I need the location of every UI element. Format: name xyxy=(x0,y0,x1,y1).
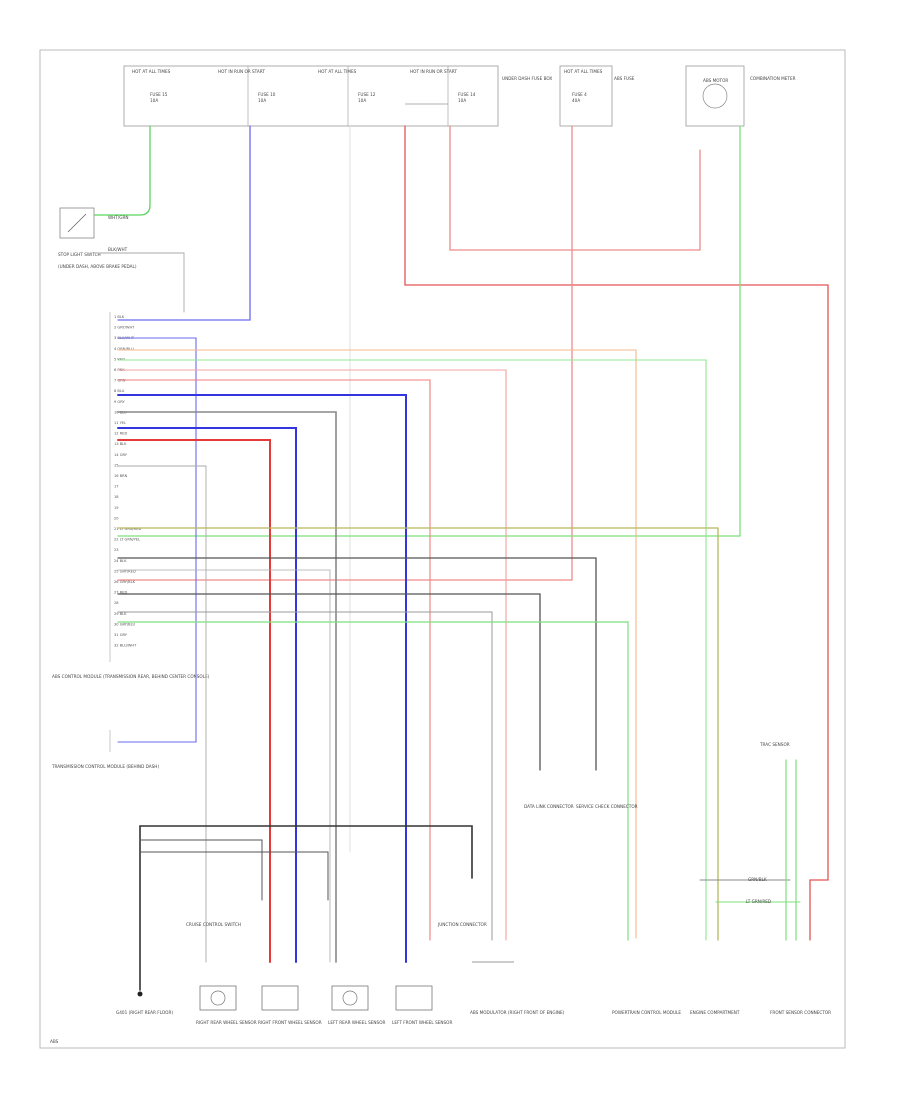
module-pin-label: 13 BLK xyxy=(114,442,127,446)
fuse-slot4-amp: 10A xyxy=(458,98,466,103)
fuse-slot4-fuse: FUSE 14 xyxy=(458,92,476,97)
ground-g401: G401 (RIGHT REAR FLOOR) xyxy=(116,991,173,1015)
relay-box: HOT AT ALL TIMES FUSE 4 40A ABS FUSE xyxy=(559,65,635,127)
tcm-label: TRANSMISSION CONTROL MODULE (BEHIND DASH… xyxy=(51,764,159,769)
svc-label: SERVICE CHECK CONNECTOR xyxy=(576,804,638,809)
module-pin-label: 24 BLK xyxy=(114,559,127,563)
rr-wheel-sensor: RIGHT REAR WHEEL SENSOR xyxy=(196,985,257,1025)
wire-label-1: WHT/GRN xyxy=(108,215,129,220)
fuse-slot2-header: HOT IN RUN OR START xyxy=(218,69,265,74)
wires xyxy=(94,125,829,991)
module-pin-label: 12 RED xyxy=(114,432,127,436)
relay-box-header: HOT AT ALL TIMES xyxy=(564,69,603,74)
module-pin-label: 16 BRN xyxy=(114,474,128,478)
ground-label: G401 (RIGHT REAR FLOOR) xyxy=(116,1010,173,1015)
module-pin-label: 25 GRY/RED xyxy=(114,569,136,573)
abs-modulator-label: ABS MODULATOR (RIGHT FRONT OF ENGINE) xyxy=(470,1010,565,1015)
abs-motor-label: ABS MOTOR xyxy=(703,78,728,83)
fuse-slot4-header: HOT IN RUN OR START xyxy=(410,69,457,74)
module-pin-label: 28 xyxy=(114,601,119,605)
jumper-label-2: LT GRN/RED xyxy=(746,899,771,904)
module-pin-label: 11 YEL xyxy=(114,421,126,425)
trac-sensor-label: TRAC SENSOR xyxy=(759,742,790,747)
rf-wheel-sensor: RIGHT FRONT WHEEL SENSOR xyxy=(258,985,322,1025)
module-pin-label: 19 xyxy=(114,506,119,510)
lr-wheel-sensor: LEFT REAR WHEEL SENSOR xyxy=(328,985,385,1025)
junction-label: JUNCTION CONNECTOR xyxy=(437,922,487,927)
rr-sensor-label: RIGHT REAR WHEEL SENSOR xyxy=(196,1020,257,1025)
module-pin-label: 1 BLK xyxy=(114,315,125,319)
module-pin-label: 18 xyxy=(114,495,119,499)
jumper-label-1: GRN/BLK xyxy=(748,877,767,882)
module-pin-label: 20 xyxy=(114,516,119,520)
relay-box-amp: 40A xyxy=(572,98,580,103)
footer-label: ABS xyxy=(50,1039,59,1044)
module-pin-label: 5 RED xyxy=(114,357,125,361)
wire-label-2: BLK/WHT xyxy=(108,247,128,252)
relay-box-side: ABS FUSE xyxy=(614,76,635,81)
fuse-slot3-fuse: FUSE 12 xyxy=(358,92,376,97)
dlc-label: DATA LINK CONNECTOR xyxy=(524,804,574,809)
lf-sensor-label: LEFT FRONT WHEEL SENSOR xyxy=(392,1020,452,1025)
module-pin-label: 26 GRY/BLK xyxy=(114,580,136,584)
stop-light-switch-label: STOP LIGHT SWITCH xyxy=(58,252,101,257)
engine-compartment-label: ENGINE COMPARTMENT xyxy=(690,1010,740,1015)
module-pin-label: 17 xyxy=(114,485,119,489)
lr-sensor-label: LEFT REAR WHEEL SENSOR xyxy=(328,1020,385,1025)
pcm-label: POWERTRAIN CONTROL MODULE xyxy=(612,1010,681,1015)
module-pin-label: 9 GRY xyxy=(114,400,125,404)
stop-light-switch: STOP LIGHT SWITCH (UNDER DASH, ABOVE BRA… xyxy=(58,207,137,269)
fuse-slot1-amp: 10A xyxy=(150,98,158,103)
module-pin-label: 21 LT GRN/RED xyxy=(114,527,142,531)
module-pin-label: 23 xyxy=(114,548,119,552)
combination-meter-label: COMBINATION METER xyxy=(750,76,796,81)
module-pin-label: 7 GRN xyxy=(114,379,126,383)
module-pin-label: 22 LT GRN/YEL xyxy=(114,538,140,542)
module-pin-label: 4 ORN/BLU xyxy=(114,347,134,351)
cc-switch-label: CRUISE CONTROL SWITCH xyxy=(186,922,241,927)
fuse-box: HOT AT ALL TIMES HOT IN RUN OR START HOT… xyxy=(123,65,552,127)
module-pin-label: 32 BLU/WHT xyxy=(114,644,137,648)
fuse-box-side-label: UNDER DASH FUSE BOX xyxy=(502,76,552,81)
module-pin-label: 30 GRY/BLU xyxy=(114,622,135,626)
fuse-slot2-amp: 10A xyxy=(258,98,266,103)
module-pin-label: 29 BLK xyxy=(114,612,127,616)
abs-control-module-label: ABS CONTROL MODULE (TRANSMISSION REAR, B… xyxy=(52,674,210,679)
module-pin-label: 31 GRY xyxy=(114,633,128,637)
diagram-frame xyxy=(39,49,846,1049)
fuse-slot3-amp: 10A xyxy=(358,98,366,103)
lf-wheel-sensor: LEFT FRONT WHEEL SENSOR xyxy=(392,985,452,1025)
fuse-slot1-fuse: FUSE 15 xyxy=(150,92,168,97)
relay-box-fuse: FUSE 4 xyxy=(572,92,587,97)
fuse-slot2-fuse: FUSE 10 xyxy=(258,92,276,97)
fuse-slot1-header: HOT AT ALL TIMES xyxy=(132,69,171,74)
fuse-slot3-header: HOT AT ALL TIMES xyxy=(318,69,357,74)
abs-modulator: ABS MODULATOR (RIGHT FRONT OF ENGINE) xyxy=(470,961,565,1015)
combination-meter: ABS MOTOR COMBINATION METER xyxy=(685,65,796,127)
module-pin-label: 15 xyxy=(114,463,119,467)
rf-sensor-label: RIGHT FRONT WHEEL SENSOR xyxy=(258,1020,322,1025)
module-pin-label: 14 GRY xyxy=(114,453,128,457)
module-pin-label: 2 GRY/WHT xyxy=(114,326,135,330)
stop-light-switch-sub: (UNDER DASH, ABOVE BRAKE PEDAL) xyxy=(58,264,137,269)
front-sensor-connector-label: FRONT SENSOR CONNECTOR xyxy=(770,1010,831,1015)
module-pin-label: 27 RED xyxy=(114,591,127,595)
module-pin-label: 8 BLU xyxy=(114,389,125,393)
